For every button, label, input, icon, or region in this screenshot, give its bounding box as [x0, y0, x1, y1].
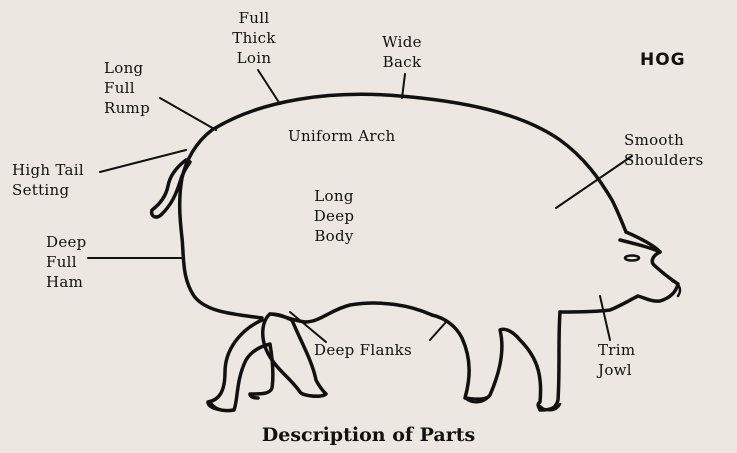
label-smooth-shoulders: Smooth Shoulders	[624, 130, 703, 170]
label-deep-full-ham: Deep Full Ham	[46, 232, 87, 292]
label-uniform-arch: Uniform Arch	[288, 126, 396, 146]
label-wide-back: Wide Back	[367, 32, 437, 72]
label-long-deep-body: Long Deep Body	[294, 186, 374, 246]
leader-deep-flanks-right	[430, 322, 446, 340]
hog-head-outline	[560, 232, 678, 312]
leader-smooth-shoulders	[556, 156, 632, 208]
label-deep-flanks: Deep Flanks	[314, 340, 412, 360]
hog-ham-outline	[180, 130, 262, 318]
hog-front-leg-outline	[432, 312, 560, 410]
hog-eye	[625, 256, 639, 261]
leader-high-tail-setting	[100, 150, 186, 172]
figure-caption: Description of Parts	[0, 424, 737, 446]
label-full-thick-loin: Full Thick Loin	[225, 8, 283, 68]
leader-long-full-rump	[160, 98, 216, 130]
hog-tail	[152, 160, 190, 217]
label-high-tail-setting: High Tail Setting	[12, 160, 84, 200]
hog-belly-outline	[270, 303, 432, 322]
label-long-full-rump: Long Full Rump	[104, 58, 150, 118]
hog-back-outline	[212, 94, 626, 232]
leader-trim-jowl	[600, 296, 610, 340]
leader-full-thick-loin	[258, 70, 280, 104]
leader-wide-back	[402, 74, 405, 98]
label-trim-jowl: Trim Jowl	[598, 340, 635, 380]
hog-title: HOG	[640, 50, 686, 70]
